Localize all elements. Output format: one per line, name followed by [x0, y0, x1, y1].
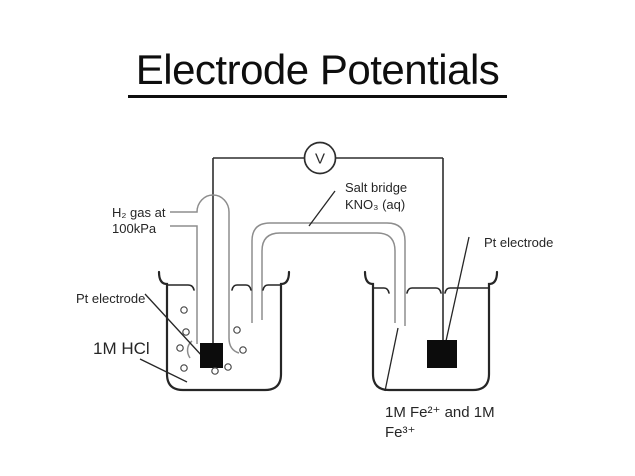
bubble	[176, 344, 184, 352]
salt-bridge-pointer	[308, 190, 336, 227]
hydrogen-tube-inner-wall	[170, 225, 198, 344]
salt-bridge-inner	[261, 232, 396, 323]
bubble	[211, 367, 219, 375]
electrodes	[200, 340, 457, 368]
right-beaker	[363, 270, 499, 392]
salt-bridge-label-line1: Salt bridge	[345, 180, 407, 195]
hcl-label: 1M HCl	[93, 339, 150, 358]
fe-label-line1: 1M Fe²⁺ and 1M	[385, 404, 495, 421]
bubble	[224, 363, 232, 371]
left-beaker	[157, 270, 291, 392]
hydrogen-tube	[170, 194, 240, 354]
right-liquid-level	[372, 287, 490, 294]
left-liquid-level	[166, 284, 282, 291]
circuit-wires	[212, 157, 444, 345]
pt-electrode-right-block	[427, 340, 457, 368]
glassware	[170, 194, 406, 359]
gas-bubbles	[176, 306, 247, 375]
slide-title: Electrode Potentials	[127, 47, 508, 99]
hcl-pointer	[139, 358, 188, 383]
salt-bridge-label-line2: KNO₃ (aq)	[345, 197, 405, 212]
salt-bridge-outer	[251, 222, 406, 326]
pt-right-pointer	[445, 236, 470, 342]
hydrogen-tube-flare	[186, 340, 193, 359]
fe-solution-pointer	[384, 327, 399, 392]
pointer-lines	[139, 190, 470, 392]
fe-label-line2: Fe³⁺	[385, 424, 415, 441]
liquid-levels	[166, 284, 490, 294]
voltmeter-circle	[303, 141, 337, 175]
pt-electrode-right-label: Pt electrode	[484, 235, 553, 250]
bubble	[182, 328, 190, 336]
bubble	[239, 346, 247, 354]
diagram-labels: H₂ gas at 100kPa Salt bridge KNO₃ (aq) P…	[76, 180, 553, 441]
title-area: Electrode Potentials	[0, 47, 635, 99]
pt-electrode-left-block	[200, 343, 223, 368]
h2-gas-label-line2: 100kPa	[112, 221, 157, 236]
h2-gas-label-line1: H₂ gas at	[112, 205, 166, 220]
pt-electrode-left-label: Pt electrode	[76, 291, 145, 306]
voltmeter-label: V	[315, 151, 325, 168]
bubble	[233, 326, 241, 334]
bubble	[180, 364, 188, 372]
pt-left-pointer	[144, 293, 204, 358]
voltmeter-icon: V	[303, 141, 337, 175]
bubble	[180, 306, 188, 314]
beakers	[157, 270, 499, 392]
